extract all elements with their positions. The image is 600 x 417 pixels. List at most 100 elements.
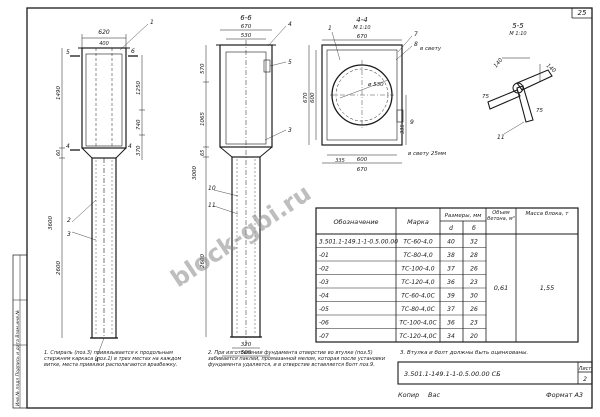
note-3-wrap: 3. Втулка и болт должны быть оцинкованы.	[400, 350, 529, 356]
section-4-leader-7: 7	[414, 31, 418, 38]
section-4-leader-1: 1	[328, 25, 332, 32]
th-mass: Масса блока, т	[525, 211, 569, 217]
section-4-dim-half-bottom: 335	[335, 158, 345, 164]
table-rows: 3.501.1-149.1-1-0.5.00.00 ТС-60-4,0 40 32 -0…	[319, 239, 478, 341]
section-mark-6: 6	[131, 48, 135, 55]
cell-designation: -05	[319, 306, 329, 313]
cell-d: 37	[447, 266, 455, 273]
section-b-leader-1: 4	[288, 21, 292, 28]
cell-designation: -07	[319, 333, 329, 340]
th-d: d	[449, 225, 453, 232]
doc-code: 3.501.1-149.1-1-0.5.00.00 СБ	[404, 370, 501, 378]
th-sizes: Размеры, мм	[445, 213, 482, 219]
table-row: -05 ТС-80-4,0С 37 26	[319, 306, 478, 313]
main-dim-total: 3600	[48, 216, 54, 230]
cell-d: 36	[447, 279, 455, 286]
main-leader-3: 3	[67, 231, 71, 238]
section-b-dim-3: 65	[200, 150, 206, 156]
cell-b: 32	[470, 239, 478, 246]
section-b-dim-1: 570	[200, 63, 206, 74]
cell-mark: ТС-60-4,0	[403, 239, 433, 246]
cell-mark: ТС-100-4,0	[401, 266, 434, 273]
section-4-dim-top: 670	[357, 34, 368, 40]
main-dim-top-inner: 400	[99, 41, 109, 47]
section-4-dim-bottom: 670	[357, 167, 368, 173]
section-b-dim-bottom-1: 320	[241, 342, 252, 348]
th-designation: Обозначение	[333, 218, 378, 226]
section-4-dim-left: 670	[303, 92, 309, 103]
cell-mark: ТС-80-4,0	[403, 252, 433, 259]
cell-volume: 0,61	[494, 284, 508, 292]
note-1-wrap: 1. Спираль (поз.3) привязывается к продо…	[44, 350, 182, 369]
section-4-leader-8: 8	[414, 41, 418, 48]
main-view-labels: 620 400 1490 60 3600 2600 1250 740 370 5…	[48, 19, 154, 364]
cell-designation: -03	[319, 279, 329, 286]
main-dim-shaft: 2600	[56, 261, 62, 275]
main-dim-right-1: 1250	[136, 81, 142, 95]
section-b-dim-bottom-2: 500	[241, 350, 252, 356]
cell-d: 40	[447, 239, 455, 246]
section-mark-4-left: 4	[66, 143, 70, 150]
section-4-light: в свету	[420, 46, 442, 52]
cell-mark: ТС-60-4,0С	[401, 293, 435, 300]
copy-label: Копир	[398, 391, 419, 399]
cell-designation: 3.501.1-149.1-1-0.5.00.00	[319, 239, 398, 246]
main-leader-1: 1	[150, 19, 154, 26]
section-4-diameter: ø 530	[367, 82, 384, 88]
sheet-label: Лист	[578, 366, 593, 372]
margin-stamp-text: Инв.№ подл Подпись и дата Взам.инв.№	[15, 310, 21, 406]
section-5-leader: 11	[497, 134, 505, 141]
section-4-dim-left-inner: 600	[310, 92, 316, 103]
section-b-view	[203, 25, 287, 357]
cell-b: 23	[470, 279, 478, 286]
cell-b: 28	[470, 252, 478, 259]
section-4-labels: 4-4 М 1:10 670 670 600 600 335 335 ø 530…	[303, 16, 446, 173]
section-4-dim-half: 335	[400, 124, 406, 134]
cell-mass: 1,55	[540, 284, 554, 292]
sheet-frame	[12, 7, 593, 409]
th-volume-wrap: Объем бетона, м³	[487, 210, 514, 222]
cell-designation: -01	[319, 252, 329, 259]
main-dim-head: 1490	[56, 86, 62, 100]
cell-d: 37	[447, 306, 455, 313]
copy-signature: Вас	[428, 391, 440, 399]
note-3: 3. Втулка и болт должны быть оцинкованы.	[400, 350, 529, 356]
section-mark-4-right: 4	[128, 143, 132, 150]
section-5-dim-1: 140	[493, 57, 505, 69]
section-b-dim-inner: 530	[241, 33, 252, 39]
title-block: 3.501.1-149.1-1-0.5.00.00 СБ Лист 2	[397, 361, 593, 385]
section-b-labels: 6-6 670 530 570 1065 65 3000 2600 320 50…	[192, 14, 292, 356]
main-dim-shoulder: 60	[56, 150, 62, 156]
cell-b: 26	[470, 306, 478, 313]
section-b-dim-2: 1065	[200, 112, 206, 126]
main-leader-2: 2	[67, 217, 71, 224]
main-dim-top: 620	[98, 29, 110, 36]
cell-b: 30	[470, 293, 478, 300]
section-b-leader-3: 3	[288, 127, 292, 134]
cell-designation: -06	[319, 320, 329, 327]
section-5-scale: М 1:10	[509, 31, 526, 37]
main-dim-right-3: 370	[136, 145, 142, 156]
section-b-dim-4: 3000	[192, 166, 198, 180]
section-b-leader-4: 10	[208, 185, 216, 192]
sheet-number: 2	[583, 376, 587, 383]
note-1: 1. Спираль (поз.3) привязывается к продо…	[44, 350, 182, 369]
main-dim-right-2: 740	[136, 119, 142, 130]
cell-b: 23	[470, 320, 478, 327]
cell-mark: ТС-120-4,0	[401, 279, 434, 286]
watermark: block-gbi.ru	[166, 179, 317, 293]
section-b-dim-5: 2600	[200, 254, 206, 268]
cell-b: 26	[470, 266, 478, 273]
cell-d: 34	[447, 333, 455, 340]
th-b: б	[472, 225, 476, 232]
section-5-dim-3: 75	[482, 94, 489, 100]
note-2-wrap: 2. При изготовлении фундамента отверстие…	[208, 350, 385, 368]
cell-mark: ТС-80-4,0С	[401, 306, 435, 313]
